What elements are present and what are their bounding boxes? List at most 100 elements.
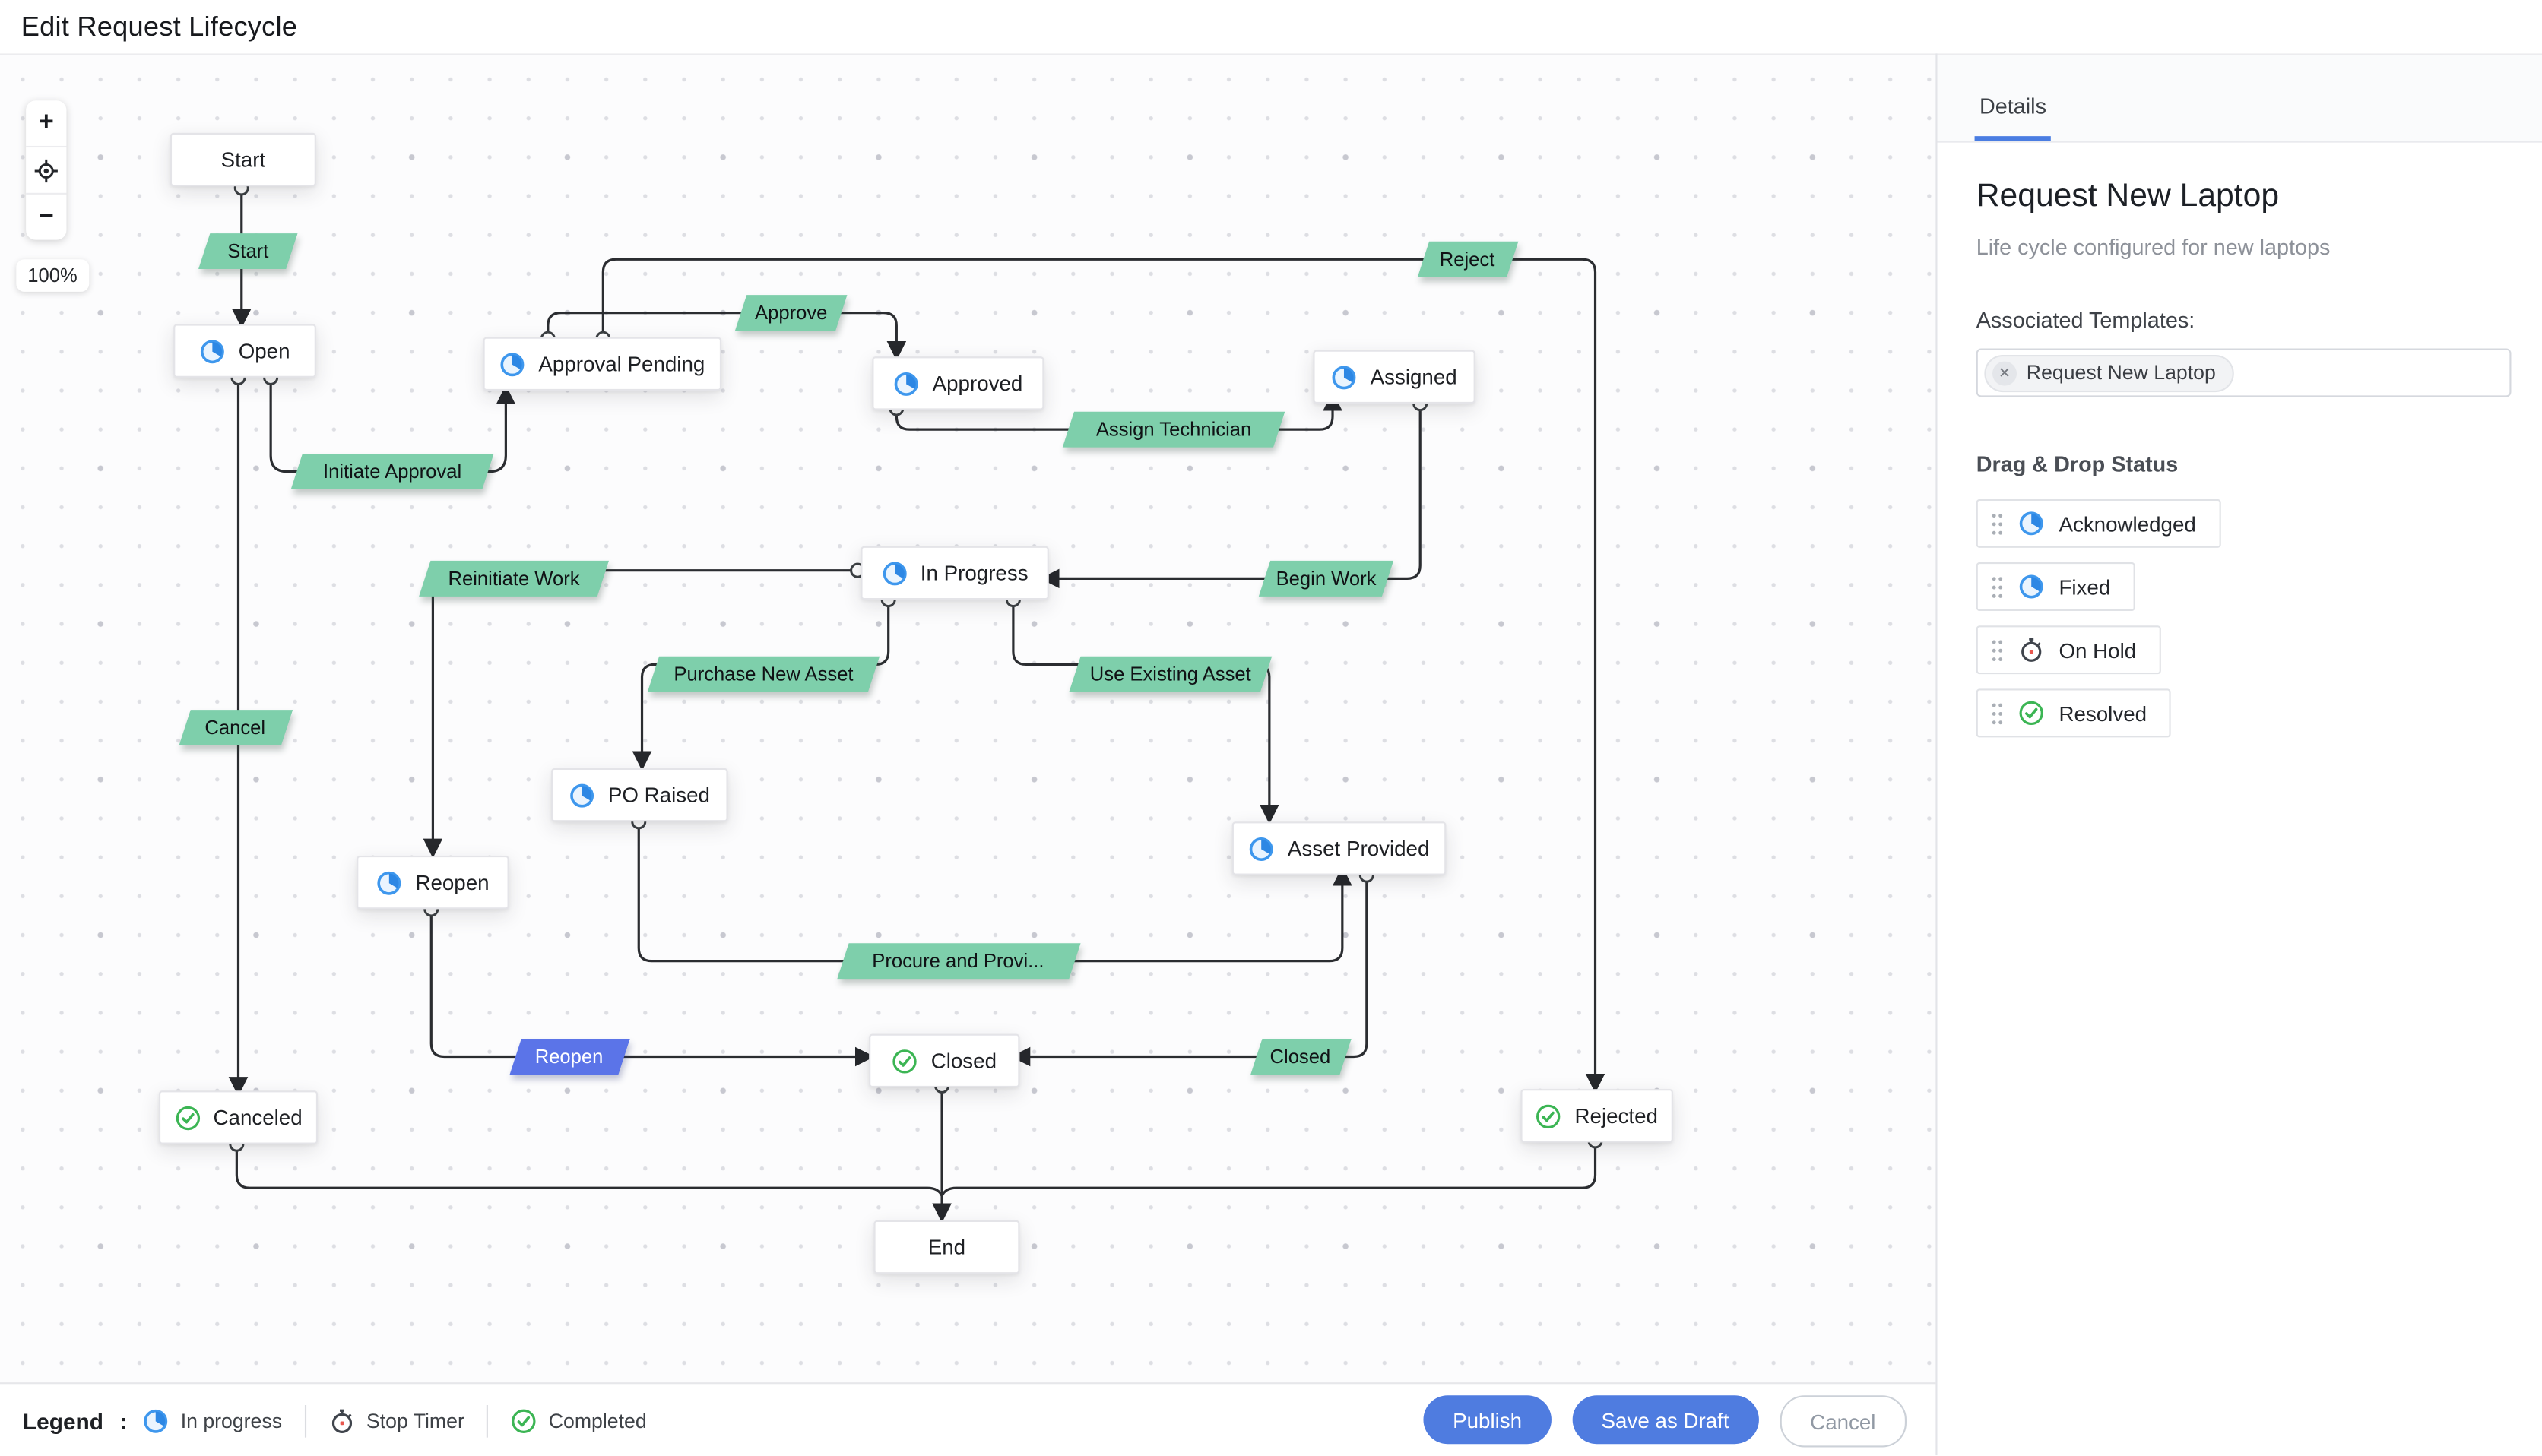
node-reopen[interactable]: Reopen: [357, 856, 509, 910]
transition-assign-technician[interactable]: Assign Technician: [1068, 412, 1279, 448]
cancel-button[interactable]: Cancel: [1779, 1395, 1906, 1448]
node-approval-pending[interactable]: Approval Pending: [483, 337, 722, 391]
legend: Legend : In progress Stop Timer Complete…: [23, 1404, 647, 1437]
transition-label: Reinitiate Work: [448, 567, 580, 590]
panel-divider: [1935, 53, 1938, 1456]
transition-cancel[interactable]: Cancel: [184, 710, 286, 745]
lifecycle-title: Request New Laptop: [1976, 178, 2280, 214]
in-progress-icon: [200, 338, 226, 364]
node-label: In Progress: [920, 560, 1029, 585]
legend-item-in-progress: In progress: [144, 1408, 282, 1434]
transition-closed[interactable]: Closed: [1256, 1039, 1345, 1075]
transition-start[interactable]: Start: [204, 233, 292, 269]
transition-purchase-new-asset[interactable]: Purchase New Asset: [653, 657, 873, 692]
template-chip-label: Request New Laptop: [2026, 361, 2216, 385]
chip-remove-icon[interactable]: ✕: [1992, 360, 2017, 385]
legend-label: Completed: [548, 1409, 647, 1432]
transition-use-existing-asset[interactable]: Use Existing Asset: [1075, 657, 1266, 692]
in-progress-icon: [882, 560, 908, 586]
node-asset-provided[interactable]: Asset Provided: [1231, 821, 1447, 875]
legend-label: Stop Timer: [366, 1409, 464, 1432]
page-title: Edit Request Lifecycle: [21, 10, 298, 42]
node-label: PO Raised: [607, 783, 710, 808]
legend-item-completed: Completed: [512, 1408, 647, 1434]
legend-title: Legend: [22, 1407, 104, 1434]
status-item-fixed[interactable]: Fixed: [1976, 562, 2135, 612]
in-progress-icon: [376, 869, 402, 895]
status-label: Fixed: [2059, 574, 2111, 600]
status-item-on-hold[interactable]: On Hold: [1976, 625, 2161, 675]
node-rejected[interactable]: Rejected: [1520, 1089, 1673, 1143]
drag-handle-icon[interactable]: [1991, 511, 2004, 536]
bottom-bar: Legend : In progress Stop Timer Complete…: [0, 1382, 1936, 1456]
node-canceled[interactable]: Canceled: [158, 1090, 318, 1144]
status-item-acknowledged[interactable]: Acknowledged: [1976, 499, 2220, 548]
completed-icon: [512, 1408, 537, 1434]
publish-button[interactable]: Publish: [1423, 1395, 1552, 1445]
in-progress-icon: [569, 782, 595, 808]
node-in-progress[interactable]: In Progress: [861, 546, 1049, 600]
in-progress-icon: [2018, 511, 2044, 537]
template-chip: ✕ Request New Laptop: [1984, 353, 2234, 392]
node-approved[interactable]: Approved: [872, 356, 1044, 410]
node-label: Open: [238, 338, 290, 363]
tab-details[interactable]: Details: [1974, 94, 2052, 141]
node-label: Approved: [932, 371, 1023, 396]
transition-label: Begin Work: [1276, 567, 1377, 590]
drag-handle-icon[interactable]: [1991, 638, 2004, 662]
transition-reopen[interactable]: Reopen: [515, 1039, 623, 1075]
transition-label: Assign Technician: [1095, 418, 1252, 442]
crosshair-icon: [33, 157, 60, 184]
status-item-resolved[interactable]: Resolved: [1976, 688, 2172, 738]
associated-templates-input[interactable]: ✕ Request New Laptop: [1976, 348, 2512, 397]
status-label: On Hold: [2059, 638, 2137, 663]
node-closed[interactable]: Closed: [869, 1033, 1020, 1088]
in-progress-icon: [499, 351, 525, 377]
details-panel: Details Request New Laptop Life cycle co…: [1937, 53, 2542, 1456]
footer-buttons: Publish Save as Draft Cancel: [1423, 1395, 1906, 1448]
drag-drop-status-title: Drag & Drop Status: [1976, 452, 2179, 476]
drag-handle-icon[interactable]: [1991, 701, 2004, 725]
completed-icon: [2018, 700, 2044, 726]
legend-item-stop-timer: Stop Timer: [329, 1408, 464, 1434]
node-start[interactable]: Start: [170, 132, 316, 187]
transition-label: Closed: [1269, 1045, 1331, 1068]
stop-timer-icon: [2018, 637, 2044, 663]
fit-view-button[interactable]: [26, 147, 67, 195]
transition-label: Reopen: [534, 1045, 604, 1068]
legend-label: In progress: [180, 1409, 283, 1432]
node-label: End: [927, 1235, 966, 1260]
node-label: Reopen: [415, 870, 490, 895]
canvas-zoom-toolbar: + −: [26, 100, 67, 240]
transition-begin-work[interactable]: Begin Work: [1264, 561, 1387, 597]
completed-icon: [174, 1104, 200, 1130]
save-as-draft-button[interactable]: Save as Draft: [1572, 1395, 1758, 1445]
zoom-out-button[interactable]: −: [38, 202, 54, 230]
in-progress-icon: [2018, 574, 2044, 600]
node-label: Rejected: [1574, 1103, 1658, 1128]
transition-approve[interactable]: Approve: [741, 295, 842, 331]
node-label: Start: [220, 147, 266, 173]
drag-handle-icon[interactable]: [1991, 574, 2004, 599]
transition-procure[interactable]: Procure and Provi...: [842, 943, 1074, 979]
top-bar: Edit Request Lifecycle: [0, 0, 2542, 55]
transition-label: Initiate Approval: [323, 460, 462, 483]
legend-colon: :: [119, 1407, 128, 1434]
node-po-raised[interactable]: PO Raised: [551, 768, 728, 822]
transition-reinitiate-work[interactable]: Reinitiate Work: [425, 561, 604, 597]
transition-initiate-approval[interactable]: Initiate Approval: [296, 454, 488, 489]
details-tab-row: Details: [1937, 53, 2542, 143]
node-end[interactable]: End: [873, 1220, 1020, 1274]
zoom-in-button[interactable]: +: [26, 100, 67, 148]
transition-reject[interactable]: Reject: [1422, 242, 1511, 277]
associated-templates-label: Associated Templates:: [1976, 308, 2195, 333]
in-progress-icon: [1249, 835, 1275, 861]
node-open[interactable]: Open: [173, 324, 316, 378]
status-list: Acknowledged Fixed On Hold Resolved: [1976, 499, 2503, 738]
node-assigned[interactable]: Assigned: [1313, 350, 1475, 404]
legend-divider: [304, 1404, 307, 1437]
transition-label: Reject: [1439, 248, 1495, 271]
in-progress-icon: [893, 370, 919, 396]
stop-timer-icon: [329, 1408, 355, 1434]
